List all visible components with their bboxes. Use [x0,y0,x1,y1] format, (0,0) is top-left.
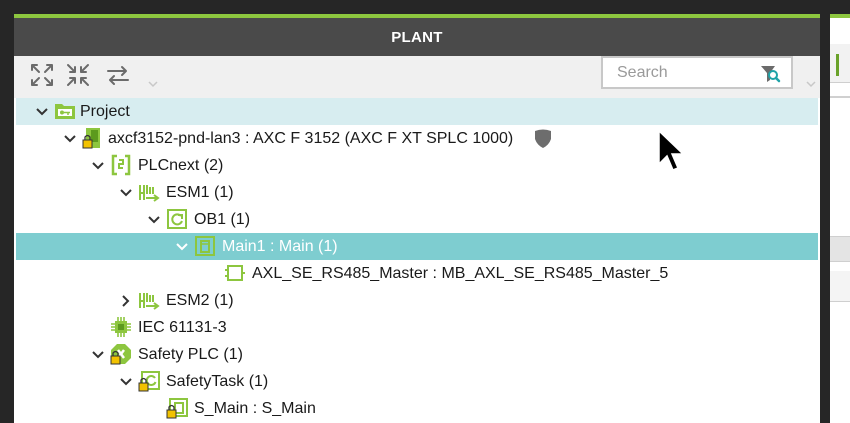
cycle-task-icon [167,209,187,229]
panel-splitter[interactable] [820,0,830,423]
toolbar-dropdown-caret-icon[interactable] [148,80,158,88]
tree-item-plcnext[interactable]: PLCnext (2) [16,152,818,179]
tree-item-axl-se-rs485-master[interactable]: AXL_SE_RS485_Master : MB_AXL_SE_RS485_Ma… [16,260,818,287]
tree-item-main1[interactable]: Main1 : Main (1) [16,233,818,260]
safety-plc-lock-icon [110,344,131,365]
tree-item-s-main[interactable]: S_Main : S_Main [16,395,818,422]
function-block-icon [225,265,245,281]
chevron-down-icon[interactable] [92,349,104,361]
tree-item-label: IEC 61131-3 [138,319,227,336]
panel-title: PLANT [391,28,443,46]
chevron-down-icon[interactable] [120,376,132,388]
program-instance-icon [195,236,215,256]
tree-item-label: PLCnext (2) [138,157,224,174]
adjacent-panel-accent [830,14,850,18]
tree-item-safetytask[interactable]: SafetyTask (1) [16,368,818,395]
tree-item-label: S_Main : S_Main [194,400,316,417]
tree-item-esm2[interactable]: ESM2 (1) [16,287,818,314]
tree-item-label: SafetyTask (1) [166,373,269,390]
panel-header: PLANT [14,18,820,56]
collapse-arrows-icon [67,64,89,86]
tree-item-safety-plc[interactable]: Safety PLC (1) [16,341,818,368]
swap-arrows-icon [107,66,129,85]
adjacent-panel-row [830,271,850,302]
tree-item-label: AXL_SE_RS485_Master : MB_AXL_SE_RS485_Ma… [252,265,669,282]
tree-item-controller[interactable]: axcf3152-pnd-lan3 : AXC F 3152 (AXC F XT… [16,125,818,152]
safety-program-lock-icon [166,398,188,419]
tree-item-label: Main1 : Main (1) [222,238,338,255]
plant-panel: PLANT [14,14,820,423]
tree-item-esm1[interactable]: ESM1 (1) [16,179,818,206]
adjacent-panel-tab-marker [836,54,849,76]
adjacent-panel-divider [830,96,850,98]
shield-icon [535,129,551,148]
adjacent-panel-row [830,236,850,262]
chevron-down-icon[interactable] [92,160,104,172]
tree-item-label: ESM2 (1) [166,292,234,309]
tree-item-label: Project [80,103,130,120]
adjacent-panel-toolbar [830,44,850,83]
controller-lock-icon [82,128,100,149]
esm-icon [139,293,160,310]
safety-task-lock-icon [138,371,160,392]
tree-item-label: axcf3152-pnd-lan3 : AXC F 3152 (AXC F XT… [108,130,514,147]
chevron-down-icon[interactable] [120,187,132,199]
tree-item-label: Safety PLC (1) [138,346,243,363]
search-filter-icon[interactable] [759,64,781,84]
chevron-down-icon[interactable] [64,133,76,145]
options-caret-icon[interactable] [806,80,816,88]
toolbar [14,56,820,98]
expand-all-button[interactable] [28,61,56,89]
plcnext-icon [111,154,131,176]
project-folder-icon [55,104,75,119]
chevron-down-icon[interactable] [148,214,160,226]
search-input[interactable] [617,64,757,82]
tree-item-label: ESM1 (1) [166,184,234,201]
expand-arrows-icon [31,64,53,86]
tree-item-ob1[interactable]: OB1 (1) [16,206,818,233]
search-box[interactable] [601,56,793,89]
tree-item-iec-61131-3[interactable]: IEC 61131-3 [16,314,818,341]
esm-icon [139,185,160,202]
panel-accent-strip [14,14,820,18]
tree-item-project[interactable]: Project [16,98,818,125]
mouse-cursor-icon [658,130,685,171]
plant-tree: Project axcf3152-pnd-lan3 : AXC F 3152 (… [14,98,820,423]
swap-button[interactable] [104,61,132,89]
adjacent-panel [830,14,850,423]
tree-item-label: OB1 (1) [194,211,251,228]
chip-icon [111,317,131,337]
chevron-right-icon[interactable] [120,295,132,307]
chevron-down-icon[interactable] [36,106,48,118]
chevron-down-icon[interactable] [176,241,188,253]
collapse-all-button[interactable] [64,61,92,89]
